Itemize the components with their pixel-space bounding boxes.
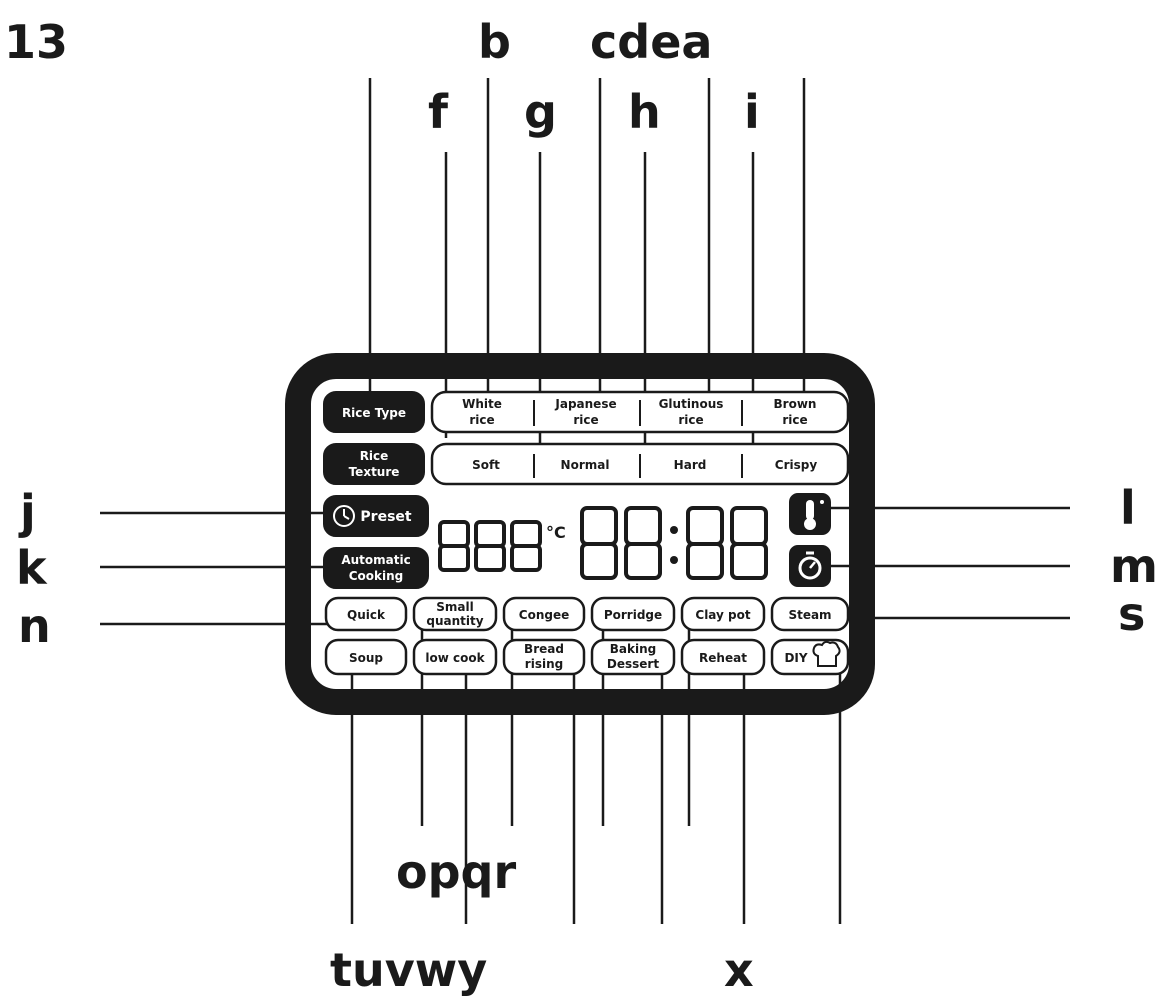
rice-type-option-japanese[interactable]: Japanese rice <box>554 397 616 427</box>
callout-g: g <box>524 85 557 139</box>
rice-type-option-glutinous[interactable]: Glutinous rice <box>659 397 724 427</box>
rice-type-option-white[interactable]: White rice <box>462 397 502 427</box>
svg-text:DIY: DIY <box>784 651 807 665</box>
svg-text:Porridge: Porridge <box>604 608 662 622</box>
callout-n: n <box>18 599 51 653</box>
clock-icon <box>333 505 355 527</box>
rice-type-label: Rice Type <box>342 406 406 420</box>
program-soup[interactable] <box>324 638 408 676</box>
time-display <box>580 506 768 580</box>
svg-text:rice: rice <box>469 413 494 427</box>
leader-lines <box>100 78 1070 924</box>
texture-option-soft[interactable]: Soft <box>472 458 500 472</box>
rice-type-option-brown[interactable]: Brown rice <box>774 397 817 427</box>
callout-opqr: opqr <box>396 845 516 899</box>
callout-b: b <box>478 15 511 69</box>
preset-button[interactable] <box>323 495 429 537</box>
svg-text:Baking: Baking <box>610 642 656 656</box>
svg-text:rising: rising <box>525 657 563 671</box>
svg-text:Dessert: Dessert <box>607 657 659 671</box>
svg-text:White: White <box>462 397 502 411</box>
rice-texture-button[interactable] <box>323 443 425 485</box>
preset-label: Preset <box>360 509 411 525</box>
callout-tuvwy: tuvwy <box>330 943 487 997</box>
program-congee[interactable] <box>502 596 586 632</box>
texture-option-normal[interactable]: Normal <box>561 458 610 472</box>
svg-text:Clay pot: Clay pot <box>695 608 750 622</box>
program-bread-rising[interactable] <box>502 638 586 676</box>
rice-texture-label-line2: Texture <box>349 465 400 479</box>
svg-text:low cook: low cook <box>425 651 485 665</box>
texture-option-hard[interactable]: Hard <box>674 458 707 472</box>
callout-x: x <box>724 943 754 997</box>
display-frame <box>285 353 875 715</box>
program-quick[interactable] <box>324 596 408 632</box>
texture-option-crispy[interactable]: Crispy <box>775 458 818 472</box>
program-clay-pot[interactable] <box>680 596 766 632</box>
svg-text:Brown: Brown <box>774 397 817 411</box>
timer-icon <box>789 545 831 587</box>
svg-text:rice: rice <box>573 413 598 427</box>
svg-text:Soup: Soup <box>349 651 383 665</box>
callout-j: j <box>18 485 36 539</box>
program-porridge[interactable] <box>590 596 676 632</box>
callout-k: k <box>16 541 48 595</box>
temperature-unit: °C <box>546 523 566 542</box>
svg-text:Glutinous: Glutinous <box>659 397 724 411</box>
callout-i: i <box>744 85 760 139</box>
automatic-cooking-button[interactable] <box>323 547 429 589</box>
figure-number: 13 <box>4 15 68 69</box>
svg-text:Quick: Quick <box>347 608 386 622</box>
callout-s: s <box>1118 587 1145 641</box>
program-small-quantity[interactable] <box>412 596 498 632</box>
program-steam[interactable] <box>770 596 850 632</box>
automatic-cooking-line1: Automatic <box>341 553 410 567</box>
svg-text:Steam: Steam <box>788 608 831 622</box>
automatic-cooking-line2: Cooking <box>349 569 404 583</box>
program-reheat[interactable] <box>680 638 766 676</box>
svg-text:quantity: quantity <box>426 614 483 628</box>
callout-l: l <box>1120 481 1136 535</box>
program-baking-dessert[interactable] <box>590 638 676 676</box>
program-low-cook[interactable] <box>412 638 498 676</box>
svg-text:rice: rice <box>782 413 807 427</box>
svg-text:Bread: Bread <box>524 642 564 656</box>
svg-text:Small: Small <box>436 600 473 614</box>
svg-text:Reheat: Reheat <box>699 651 747 665</box>
callout-m: m <box>1110 539 1158 593</box>
rice-texture-label-line1: Rice <box>360 449 389 463</box>
callout-h: h <box>628 85 661 139</box>
callout-cdea: cdea <box>590 15 712 69</box>
svg-text:rice: rice <box>678 413 703 427</box>
temperature-display <box>438 520 542 572</box>
thermometer-icon <box>789 493 831 535</box>
chef-hat-icon <box>812 640 841 667</box>
callout-f: f <box>428 85 449 139</box>
rice-type-button[interactable] <box>323 391 425 433</box>
svg-text:Japanese: Japanese <box>554 397 616 411</box>
svg-text:Congee: Congee <box>519 608 569 622</box>
